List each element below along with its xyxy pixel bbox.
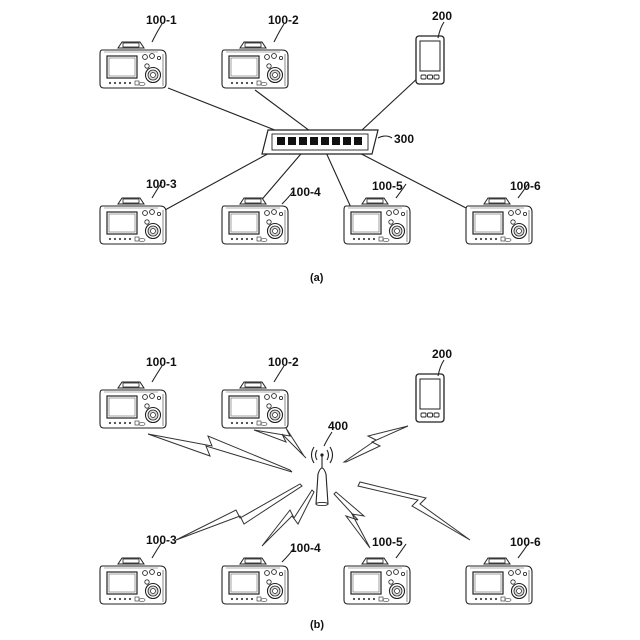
wireless-link-100-5 [334, 492, 370, 548]
label-400: 400 [328, 419, 348, 433]
label-100-1: 100-1 [146, 13, 177, 27]
wireless-link-200 [344, 426, 408, 462]
leader-line [324, 432, 332, 446]
signal-wave-icon [312, 447, 315, 463]
wire-200 [362, 76, 420, 130]
label-100-5: 100-5 [372, 179, 403, 193]
wireless-link-100-4 [262, 490, 314, 546]
access-point [312, 432, 333, 506]
smartphone-icon [416, 36, 444, 84]
camera-icon [222, 198, 288, 244]
camera-icon [222, 382, 288, 428]
wireless-links [148, 426, 470, 548]
label-100-4: 100-4 [290, 541, 321, 555]
wireless-link-100-1 [148, 434, 292, 472]
camera-icon [100, 42, 166, 88]
signal-wave-icon [330, 447, 333, 463]
smartphone-icon [416, 374, 444, 422]
camera-icon [466, 198, 532, 244]
label-100-1: 100-1 [146, 355, 177, 369]
wire-100-6 [346, 146, 466, 208]
caption-a: (a) [310, 272, 324, 284]
camera-icon [222, 558, 288, 604]
camera-icon [344, 198, 410, 244]
camera-icon [222, 42, 288, 88]
label-100-2: 100-2 [268, 355, 299, 369]
wireless-link-100-2 [254, 428, 306, 458]
label-100-6: 100-6 [510, 179, 541, 193]
wireless-link-100-6 [358, 482, 470, 540]
label-100-3: 100-3 [146, 533, 177, 547]
label-200: 200 [432, 9, 452, 23]
panel-b: 100-1 100-2 200 400 100-3 100-4 100-5 10… [100, 347, 541, 631]
label-100-4: 100-4 [290, 185, 321, 199]
hub-leader-line [378, 136, 392, 138]
camera-icon [100, 558, 166, 604]
wire-100-3 [165, 146, 282, 210]
signal-wave-icon [327, 450, 329, 460]
label-300: 300 [394, 132, 414, 146]
wire-100-5 [324, 148, 353, 212]
panel-a: 100-1 100-2 200 300 100-3 100-4 100-5 10… [100, 9, 541, 284]
camera-icon [100, 198, 166, 244]
wire-100-1 [168, 88, 290, 136]
camera-icon [100, 382, 166, 428]
camera-icon [466, 558, 532, 604]
label-100-5: 100-5 [372, 535, 403, 549]
caption-b: (b) [310, 619, 324, 631]
label-100-3: 100-3 [146, 177, 177, 191]
wireless-link-100-3 [176, 484, 302, 540]
label-100-2: 100-2 [268, 13, 299, 27]
camera-icon [344, 558, 410, 604]
signal-wave-icon [316, 450, 318, 460]
network-hub [262, 130, 392, 154]
label-100-6: 100-6 [510, 535, 541, 549]
label-200: 200 [432, 347, 452, 361]
